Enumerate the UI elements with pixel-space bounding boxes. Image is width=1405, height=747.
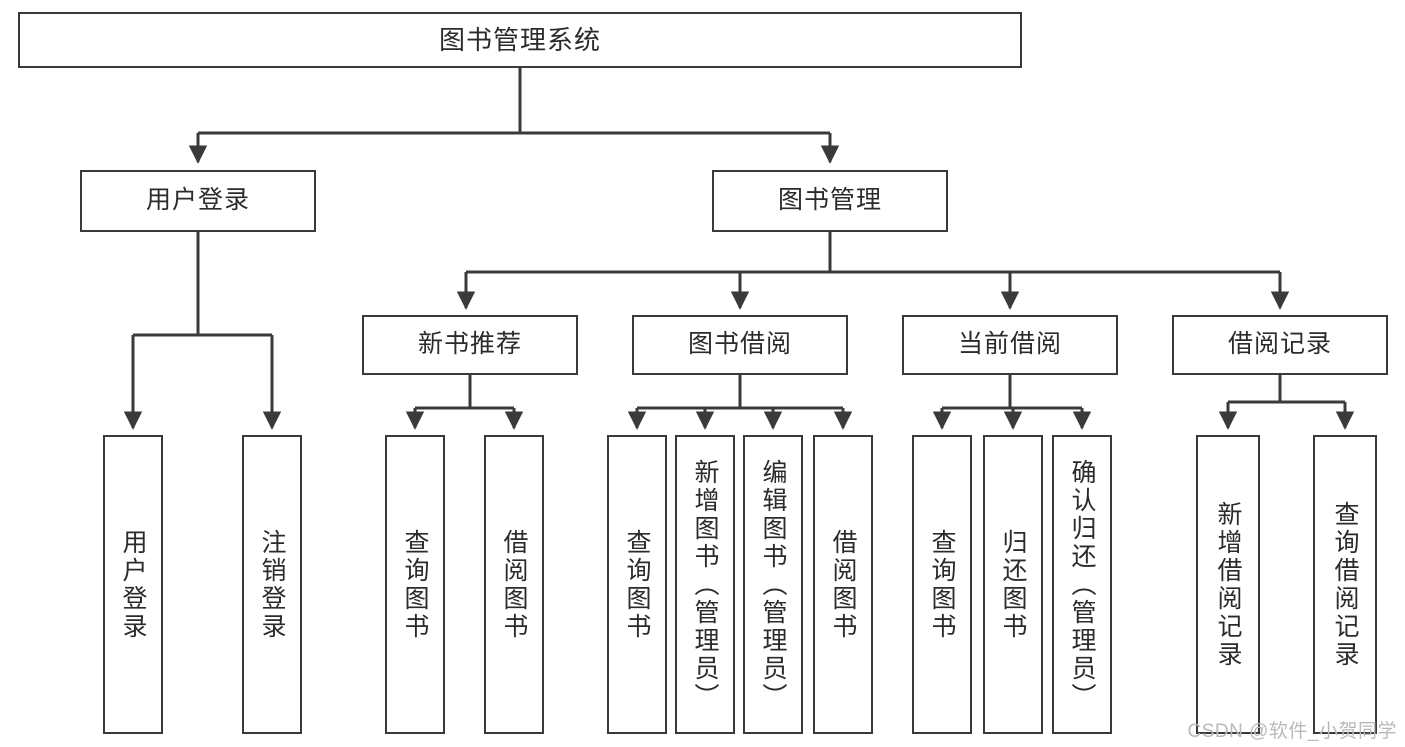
node-label: 查询借阅记录 [1331, 500, 1359, 669]
leaf-borrow-record-add[interactable]: 新增借阅记录 [1196, 435, 1260, 734]
leaf-borrow-record-query[interactable]: 查询借阅记录 [1313, 435, 1377, 734]
leaf-current-borrow-return[interactable]: 归还图书 [983, 435, 1043, 734]
leaf-user-login-signin[interactable]: 用户登录 [103, 435, 163, 734]
node-label: 当前借阅 [957, 330, 1062, 359]
leaf-book-borrow-add[interactable]: 新增图书（管理员） [675, 435, 735, 734]
node-root-system[interactable]: 图书管理系统 [18, 12, 1022, 68]
node-label: 查询图书 [928, 528, 956, 641]
node-label: 图书管理系统 [438, 24, 601, 55]
leaf-book-borrow-query[interactable]: 查询图书 [607, 435, 667, 734]
node-label: 查询图书 [401, 528, 429, 641]
leaf-new-book-query[interactable]: 查询图书 [385, 435, 445, 734]
node-user-login[interactable]: 用户登录 [80, 170, 316, 232]
node-label: 新增借阅记录 [1214, 500, 1242, 669]
node-label: 图书借阅 [687, 330, 792, 359]
node-book-management[interactable]: 图书管理 [712, 170, 948, 232]
node-new-book-recommend[interactable]: 新书推荐 [362, 315, 578, 375]
node-label: 编辑图书（管理员） [759, 458, 787, 711]
node-label: 用户登录 [119, 528, 147, 641]
leaf-current-borrow-confirm-return[interactable]: 确认归还（管理员） [1052, 435, 1112, 734]
node-label: 新增图书（管理员） [691, 458, 719, 711]
node-label: 确认归还（管理员） [1068, 458, 1096, 711]
node-label: 注销登录 [258, 528, 286, 641]
leaf-book-borrow-edit[interactable]: 编辑图书（管理员） [743, 435, 803, 734]
leaf-book-borrow-borrow[interactable]: 借阅图书 [813, 435, 873, 734]
node-label: 新书推荐 [417, 330, 522, 359]
watermark: CSDN @软件_小贺同学 [1187, 721, 1397, 742]
node-current-borrow[interactable]: 当前借阅 [902, 315, 1118, 375]
node-label: 借阅图书 [500, 528, 528, 641]
node-book-borrow[interactable]: 图书借阅 [632, 315, 848, 375]
node-label: 查询图书 [623, 528, 651, 641]
leaf-new-book-borrow[interactable]: 借阅图书 [484, 435, 544, 734]
leaf-current-borrow-query[interactable]: 查询图书 [912, 435, 972, 734]
node-label: 借阅图书 [829, 528, 857, 641]
node-label: 归还图书 [999, 528, 1027, 641]
node-label: 图书管理 [777, 186, 882, 215]
node-label: 借阅记录 [1227, 330, 1332, 359]
node-borrow-record[interactable]: 借阅记录 [1172, 315, 1388, 375]
node-label: 用户登录 [145, 186, 250, 215]
leaf-user-login-signout[interactable]: 注销登录 [242, 435, 302, 734]
